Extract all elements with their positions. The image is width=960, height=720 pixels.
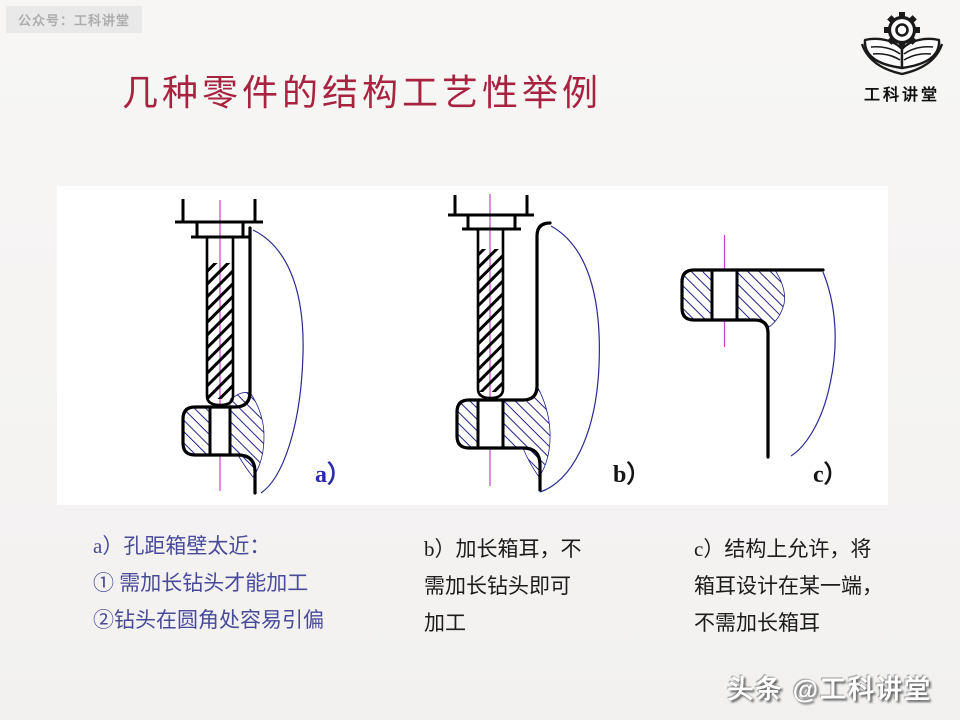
drill-flutes-b: [479, 249, 502, 392]
caption-a: a）孔距箱壁太近： ① 需加长钻头才能加工 ②钻头在圆角处容易引偏: [93, 528, 324, 639]
caption-b: b）加长箱耳，不 需加长钻头即可 加工: [424, 531, 582, 642]
drill-body-b: [476, 229, 505, 400]
figure-c-label: c）: [813, 462, 848, 488]
caption-a-line2: ① 需加长钻头才能加工: [93, 571, 309, 595]
wall-ear-outline-c: [680, 268, 825, 459]
caption-b-line3: 加工: [424, 611, 466, 635]
hole-walls-a: [208, 407, 232, 455]
ear-hatch-left-b: [456, 399, 479, 449]
figure-a-label: a）: [315, 462, 351, 488]
caption-b-line1: b）加长箱耳，不: [424, 537, 582, 561]
watermark: 头条 @工科讲堂: [727, 674, 932, 704]
drill-collar-b: [462, 216, 521, 231]
drill-shank-b: [448, 195, 534, 217]
caption-c-line3: 不需加长箱耳: [694, 611, 820, 635]
figure-b-label: b）: [613, 462, 651, 488]
hole-channel-b: [479, 399, 502, 448]
hole-channel-c: [713, 269, 736, 319]
drill-shank-a: [175, 199, 263, 224]
drawing-panel: a） b） c）: [57, 186, 888, 505]
figure-a-drawing: [175, 199, 304, 495]
break-line-c: [790, 271, 836, 457]
wall-ear-outline-a: [181, 226, 257, 495]
break-line-a: [252, 229, 304, 494]
caption-c: c）结构上允许，将 箱耳设计在某一端， 不需加长箱耳: [694, 531, 883, 642]
page-title: 几种零件的结构工艺性举例: [122, 73, 603, 113]
break-line-b: [539, 225, 600, 493]
caption-a-line1: a）孔距箱壁太近：: [93, 534, 271, 558]
logo: 工科讲堂: [852, 4, 952, 105]
ear-hatch-left-a: [182, 406, 211, 456]
caption-c-line2: 箱耳设计在某一端，: [694, 574, 883, 598]
hole-channel-a: [211, 406, 229, 454]
caption-b-line2: 需加长钻头即可: [424, 574, 571, 598]
hole-walls-c: [710, 270, 739, 320]
logo-text: 工科讲堂: [863, 87, 940, 104]
figure-b-drawing: [448, 194, 600, 493]
gear-book-icon: [860, 12, 944, 76]
drill-flutes-a: [208, 263, 232, 399]
wall-ear-outline-b: [455, 221, 552, 492]
figure-c-drawing: [680, 235, 836, 459]
drill-body-a: [205, 237, 235, 407]
ear-hatch-left-c: [681, 269, 713, 321]
caption-c-line1: c）结构上允许，将: [694, 537, 872, 561]
public-account-badge: 公众号：工科讲堂: [6, 6, 143, 33]
hole-walls-b: [476, 400, 505, 448]
ear-hatch-right-a: [229, 392, 265, 478]
drill-collar-a: [191, 223, 249, 239]
caption-a-line3: ②钻头在圆角处容易引偏: [93, 608, 324, 632]
technical-drawings: [175, 194, 836, 495]
